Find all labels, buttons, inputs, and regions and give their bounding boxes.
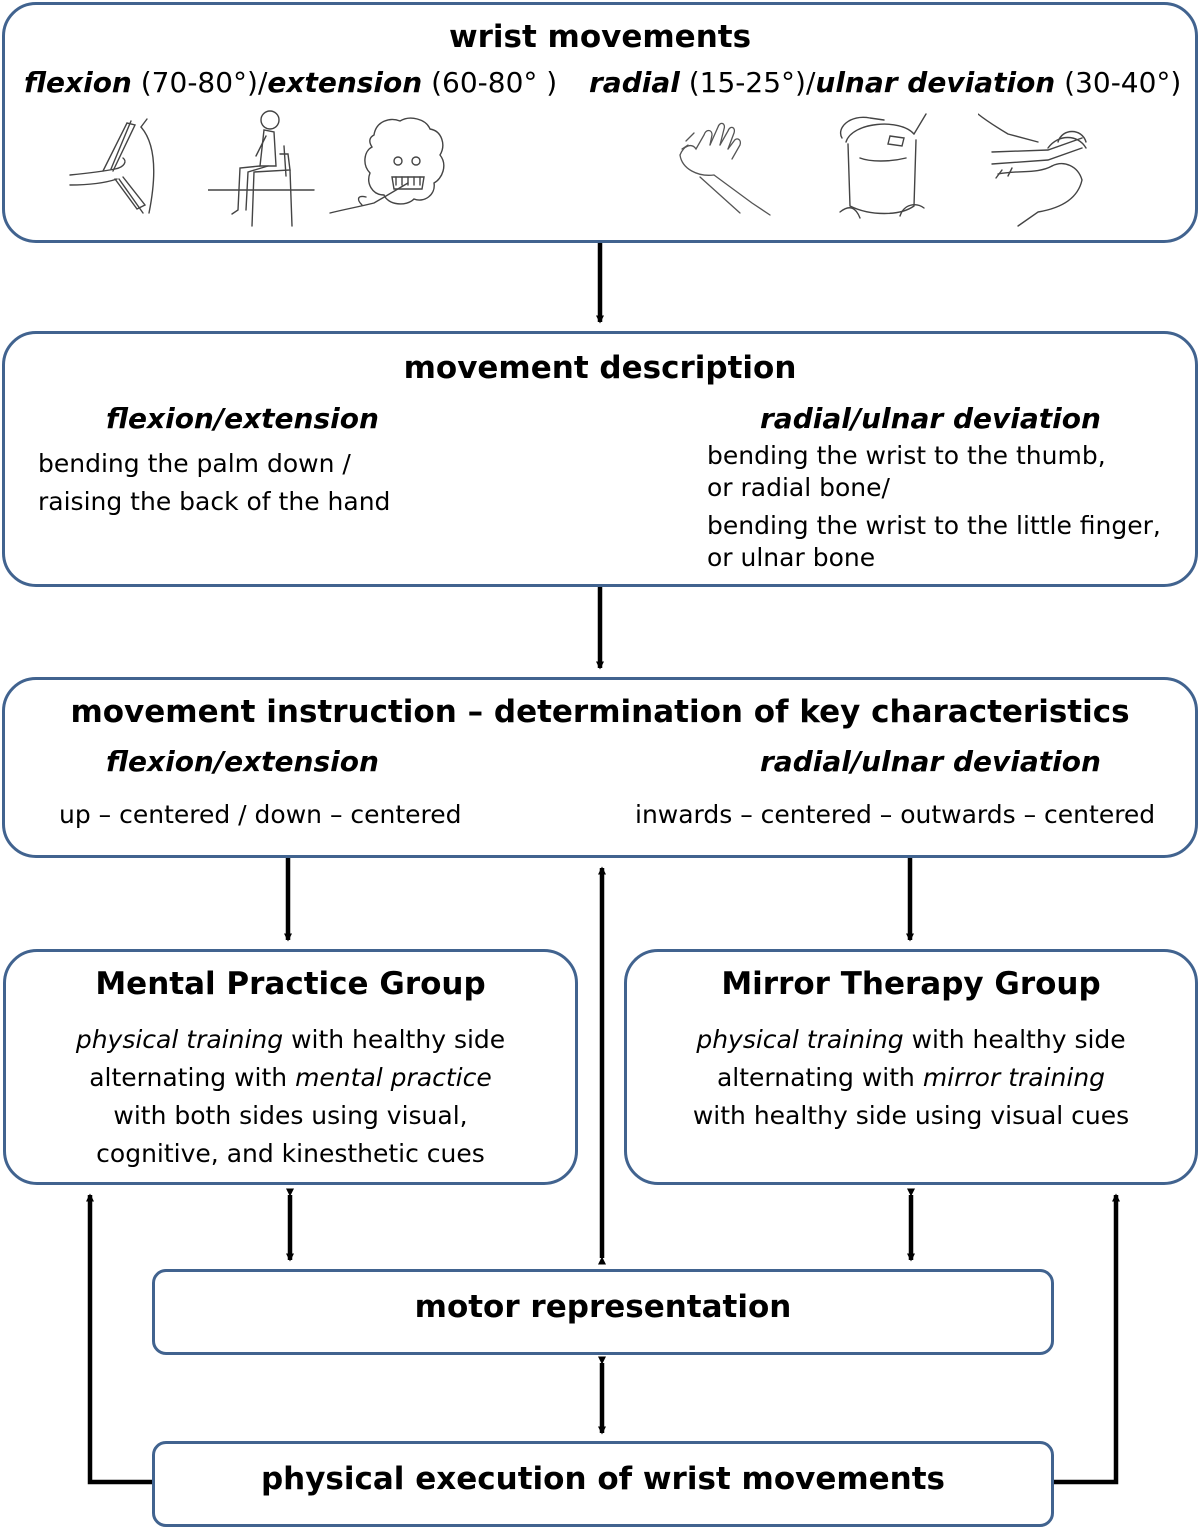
movement-instruction-title: movement instruction – determination of … bbox=[70, 694, 1130, 730]
instruction-left-heading: flexion/extension bbox=[106, 745, 379, 778]
motor-representation-title: motor representation bbox=[414, 1289, 792, 1325]
description-right-line3: bending the wrist to the little finger, bbox=[707, 511, 1161, 540]
movement-description-box bbox=[2, 331, 1198, 587]
hand-flexion-illustration bbox=[69, 118, 155, 214]
mirror-line1-italic: physical training bbox=[696, 1025, 904, 1054]
seated-person-illustration bbox=[208, 110, 315, 227]
mirror-line2-pre: alternating with bbox=[716, 1063, 923, 1092]
flexion-label: flexion bbox=[24, 66, 132, 99]
motor-representation-box bbox=[152, 1269, 1054, 1355]
description-right-heading: radial/ulnar deviation bbox=[760, 402, 1101, 435]
toothbrushing-illustration bbox=[329, 117, 445, 214]
movement-instruction-box bbox=[2, 677, 1198, 858]
ulnar-label: ulnar deviation bbox=[815, 66, 1056, 99]
radial-range: (15-25°)/ bbox=[679, 66, 816, 99]
mental-practice-title: Mental Practice Group bbox=[95, 966, 486, 1002]
mental-line1: physical training with healthy side bbox=[3, 1025, 578, 1055]
mental-line2-pre: alternating with bbox=[89, 1063, 296, 1092]
wrist-movements-title: wrist movements bbox=[448, 19, 752, 55]
mental-line4: cognitive, and kinesthetic cues bbox=[96, 1139, 485, 1168]
radial-label: radial bbox=[589, 66, 680, 99]
physical-execution-title: physical execution of wrist movements bbox=[260, 1461, 946, 1497]
description-left-heading: flexion/extension bbox=[106, 402, 379, 435]
ulnar-range: (30-40°) bbox=[1055, 66, 1182, 99]
instruction-left-text: up – centered / down – centered bbox=[59, 800, 462, 829]
physical-execution-box bbox=[152, 1441, 1054, 1527]
goniometer-measurement-illustration bbox=[978, 113, 1087, 227]
mirror-therapy-box bbox=[624, 949, 1198, 1185]
mental-practice-box bbox=[3, 949, 578, 1185]
wrist-movements-box bbox=[2, 2, 1198, 243]
hand-wave-illustration bbox=[679, 122, 771, 216]
mirror-line2: alternating with mirror training bbox=[624, 1063, 1198, 1093]
mental-line3: with both sides using visual, bbox=[113, 1101, 468, 1130]
instruction-right-text: inwards – centered – outwards – centered bbox=[635, 800, 1156, 829]
flexion-range: (70-80°)/ bbox=[131, 66, 268, 99]
description-right-line4: or ulnar bone bbox=[707, 543, 876, 572]
mental-line1-rest: with healthy side bbox=[283, 1025, 506, 1054]
description-left-line2: raising the back of the hand bbox=[38, 487, 391, 516]
mental-line2-italic: mental practice bbox=[295, 1063, 492, 1092]
instruction-right-heading: radial/ulnar deviation bbox=[760, 745, 1101, 778]
arrow-physical-to-mirror bbox=[1053, 1193, 1120, 1485]
mirror-line2-italic: mirror training bbox=[922, 1063, 1106, 1092]
description-right-line1: bending the wrist to the thumb, bbox=[707, 441, 1106, 470]
mirror-therapy-title: Mirror Therapy Group bbox=[721, 966, 1101, 1002]
radial-ulnar-ranges: radial (15-25°)/ulnar deviation (30-40°) bbox=[589, 66, 1182, 99]
mental-line2: alternating with mental practice bbox=[3, 1063, 578, 1093]
description-right-line2: or radial bone/ bbox=[707, 473, 890, 502]
flexion-extension-ranges: flexion (70-80°)/extension (60-80° ) bbox=[24, 66, 558, 99]
arrow-physical-to-mental bbox=[86, 1193, 153, 1485]
mirror-line1-rest: with healthy side bbox=[903, 1025, 1126, 1054]
mental-line1-italic: physical training bbox=[75, 1025, 284, 1054]
description-left-line1: bending the palm down / bbox=[38, 449, 351, 478]
extension-label: extension bbox=[267, 66, 423, 99]
mirror-line3: with healthy side using visual cues bbox=[692, 1101, 1130, 1130]
movement-description-title: movement description bbox=[403, 350, 797, 386]
jar-opening-illustration bbox=[839, 113, 927, 219]
extension-range: (60-80° ) bbox=[422, 66, 558, 99]
mirror-line1: physical training with healthy side bbox=[624, 1025, 1198, 1055]
